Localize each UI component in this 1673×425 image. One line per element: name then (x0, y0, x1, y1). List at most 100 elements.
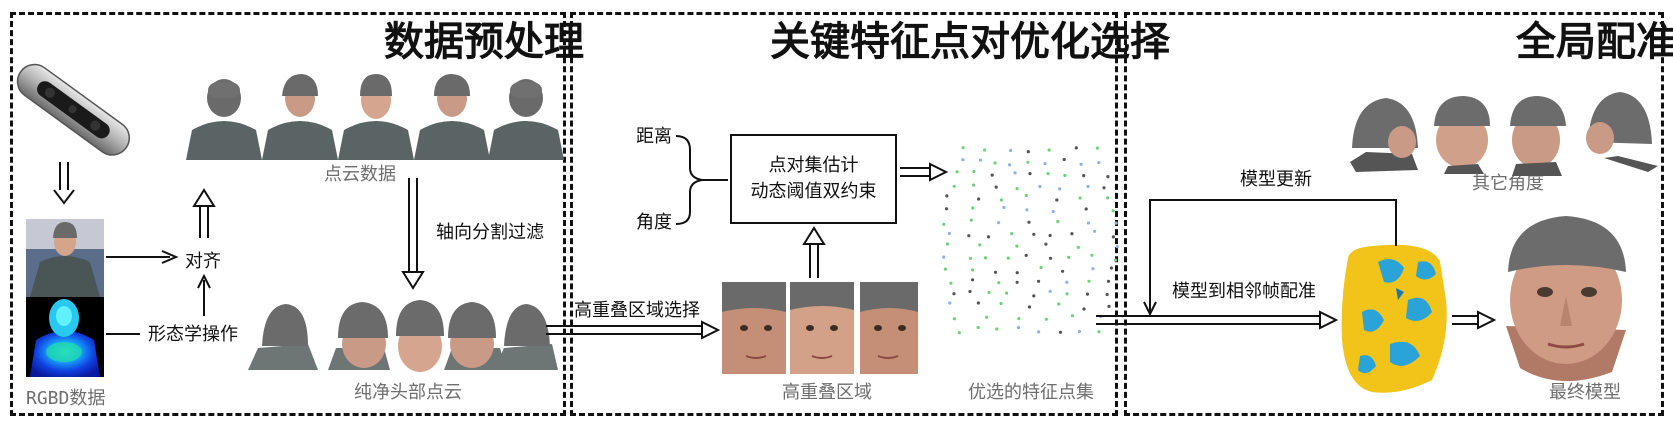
feature-point (1087, 279, 1091, 283)
feature-point (1009, 148, 1013, 153)
feature-point (1010, 232, 1014, 236)
feature-point (997, 281, 1001, 285)
feature-point (952, 184, 956, 188)
feature-point (1015, 280, 1019, 284)
distance-label: 距离 (636, 126, 672, 147)
feature-point (1091, 267, 1095, 271)
feature-point (971, 278, 975, 282)
feature-point (1113, 258, 1118, 262)
feature-point (971, 206, 975, 210)
feature-point (1027, 305, 1032, 309)
feature-point (1106, 279, 1111, 283)
feature-point (1082, 174, 1086, 178)
feature-point (1015, 244, 1019, 248)
feature-point (952, 292, 956, 296)
arrow-points-to-model (1096, 310, 1339, 330)
feature-point (1070, 314, 1074, 318)
arrow-high-overlap-select (546, 320, 721, 340)
feature-point (967, 234, 971, 238)
feature-point (999, 301, 1003, 306)
feature-point (1026, 160, 1030, 164)
model-to-adjacent-label: 模型到相邻帧配准 (1172, 281, 1316, 302)
arrow-morphology-to-align (197, 273, 211, 316)
feature-point (1015, 187, 1019, 191)
arrow-axial-filter (401, 178, 425, 290)
feature-point (961, 146, 965, 150)
feature-point (987, 290, 991, 295)
feature-point (1025, 208, 1029, 212)
depth-camera-icon (16, 63, 130, 156)
selected-feature-points (942, 146, 1119, 335)
estimate-line1: 点对集估计 (768, 155, 859, 176)
feature-point (983, 148, 987, 152)
registration-title: 全局配准 (1516, 18, 1673, 65)
feature-point (1095, 146, 1099, 150)
feature-point (1067, 255, 1071, 259)
feature-point (1032, 232, 1036, 236)
feature-point (1049, 256, 1053, 260)
feature-point (983, 256, 988, 260)
feature-point (978, 243, 982, 247)
feature-point (971, 268, 975, 272)
arrow-model-to-final (1452, 310, 1497, 330)
feature-point (1111, 209, 1115, 213)
point-cloud-data-label: 点云数据 (324, 164, 396, 185)
feature-point (1084, 207, 1088, 211)
feature-point (957, 331, 961, 335)
feature-point (969, 218, 973, 222)
connectors (53, 135, 1497, 340)
feature-point (944, 207, 949, 211)
feature-point (1013, 171, 1017, 175)
feature-point (1086, 221, 1090, 225)
arrow-rgb-to-align (106, 250, 179, 264)
feature-point (1037, 330, 1041, 334)
align-label: 对齐 (185, 251, 221, 272)
feature-point (968, 289, 972, 294)
feature-point (1024, 193, 1028, 198)
feature-point (1097, 330, 1101, 334)
feature-point (1027, 220, 1031, 224)
feature-point (1109, 266, 1113, 270)
feature-point (945, 242, 950, 246)
arrow-overlap-to-estimate (802, 226, 826, 278)
feature-point (976, 301, 981, 305)
feature-point (1017, 317, 1021, 321)
feature-point (1106, 175, 1110, 179)
feature-point (1002, 205, 1006, 210)
colored-registration-model (1341, 244, 1447, 393)
rgbd-data-label: RGBD数据 (26, 388, 106, 409)
feature-point (1079, 162, 1083, 166)
feature-point (977, 197, 981, 201)
arrow-camera-to-rgb (53, 162, 75, 205)
selected-points-label: 优选的特征点集 (968, 382, 1094, 403)
feature-point (1037, 279, 1041, 283)
feature-point (1055, 198, 1059, 202)
feature-point (1093, 229, 1097, 233)
brace (675, 135, 703, 225)
feature-point (1076, 245, 1080, 249)
feature-point (1048, 289, 1052, 293)
feature-point (1026, 150, 1030, 154)
high-overlap-select-label: 高重叠区域选择 (574, 300, 700, 321)
feature-point (945, 194, 949, 198)
feature-point (997, 221, 1001, 225)
high-overlap-region-images (722, 282, 918, 374)
feature-point (1086, 184, 1090, 189)
feature-point (1070, 232, 1074, 236)
feature-point (990, 173, 994, 177)
final-model-image (1506, 216, 1626, 382)
feature-point (1077, 329, 1082, 333)
feature-point (1005, 291, 1009, 295)
feature-point (1047, 148, 1051, 152)
morphology-label: 形态学操作 (148, 324, 238, 345)
arrow-model-update-loop (1143, 199, 1397, 317)
feature-point (948, 301, 952, 305)
feature-point (1065, 280, 1069, 284)
feature-point (1008, 163, 1012, 167)
feature-point (1051, 209, 1055, 214)
feature-point (1062, 157, 1066, 162)
feature-point (994, 185, 998, 189)
feature-point (1097, 161, 1101, 165)
feature-point (949, 281, 953, 285)
feature-point (1039, 265, 1043, 270)
